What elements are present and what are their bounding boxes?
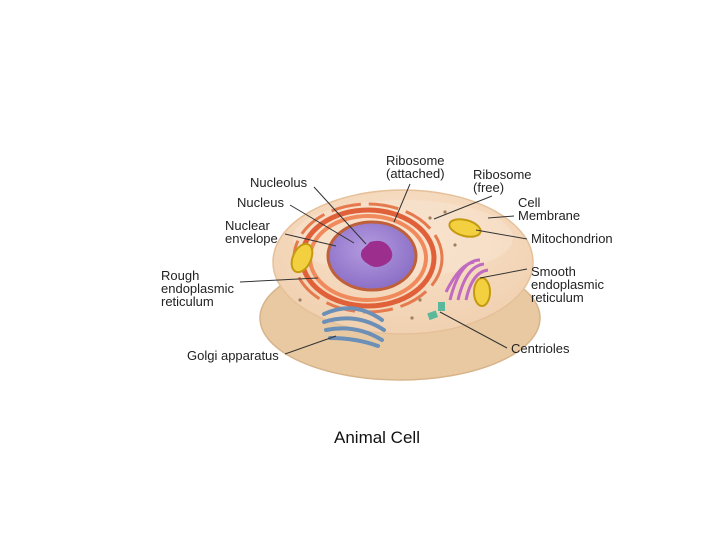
label-centrioles: Centrioles [511,341,570,356]
label-ribosome-free: Ribosome (free) [473,167,532,195]
label-rough-er: Rough endoplasmic reticulum [161,268,234,309]
label-smooth-er: Smooth endoplasmic reticulum [531,264,604,305]
nucleolus-shape [360,240,393,267]
diagram-caption: Animal Cell [334,428,420,447]
smooth-er-shape [444,258,489,301]
free-ribosomes [298,210,457,320]
label-cell-membrane: Cell Membrane [518,195,581,223]
label-nuclear-envelope: Nuclear envelope [225,218,278,246]
label-mitochondrion: Mitochondrion [531,231,613,246]
label-golgi-apparatus: Golgi apparatus [187,348,279,363]
centrioles-shape [427,302,445,321]
label-nucleus: Nucleus [237,195,284,210]
leader-lines [239,183,528,355]
golgi-shape [322,306,386,348]
label-nucleolus: Nucleolus [250,175,308,190]
nucleus-shape [326,220,418,292]
label-ribosome-attached: Ribosome (attached) [386,153,445,181]
